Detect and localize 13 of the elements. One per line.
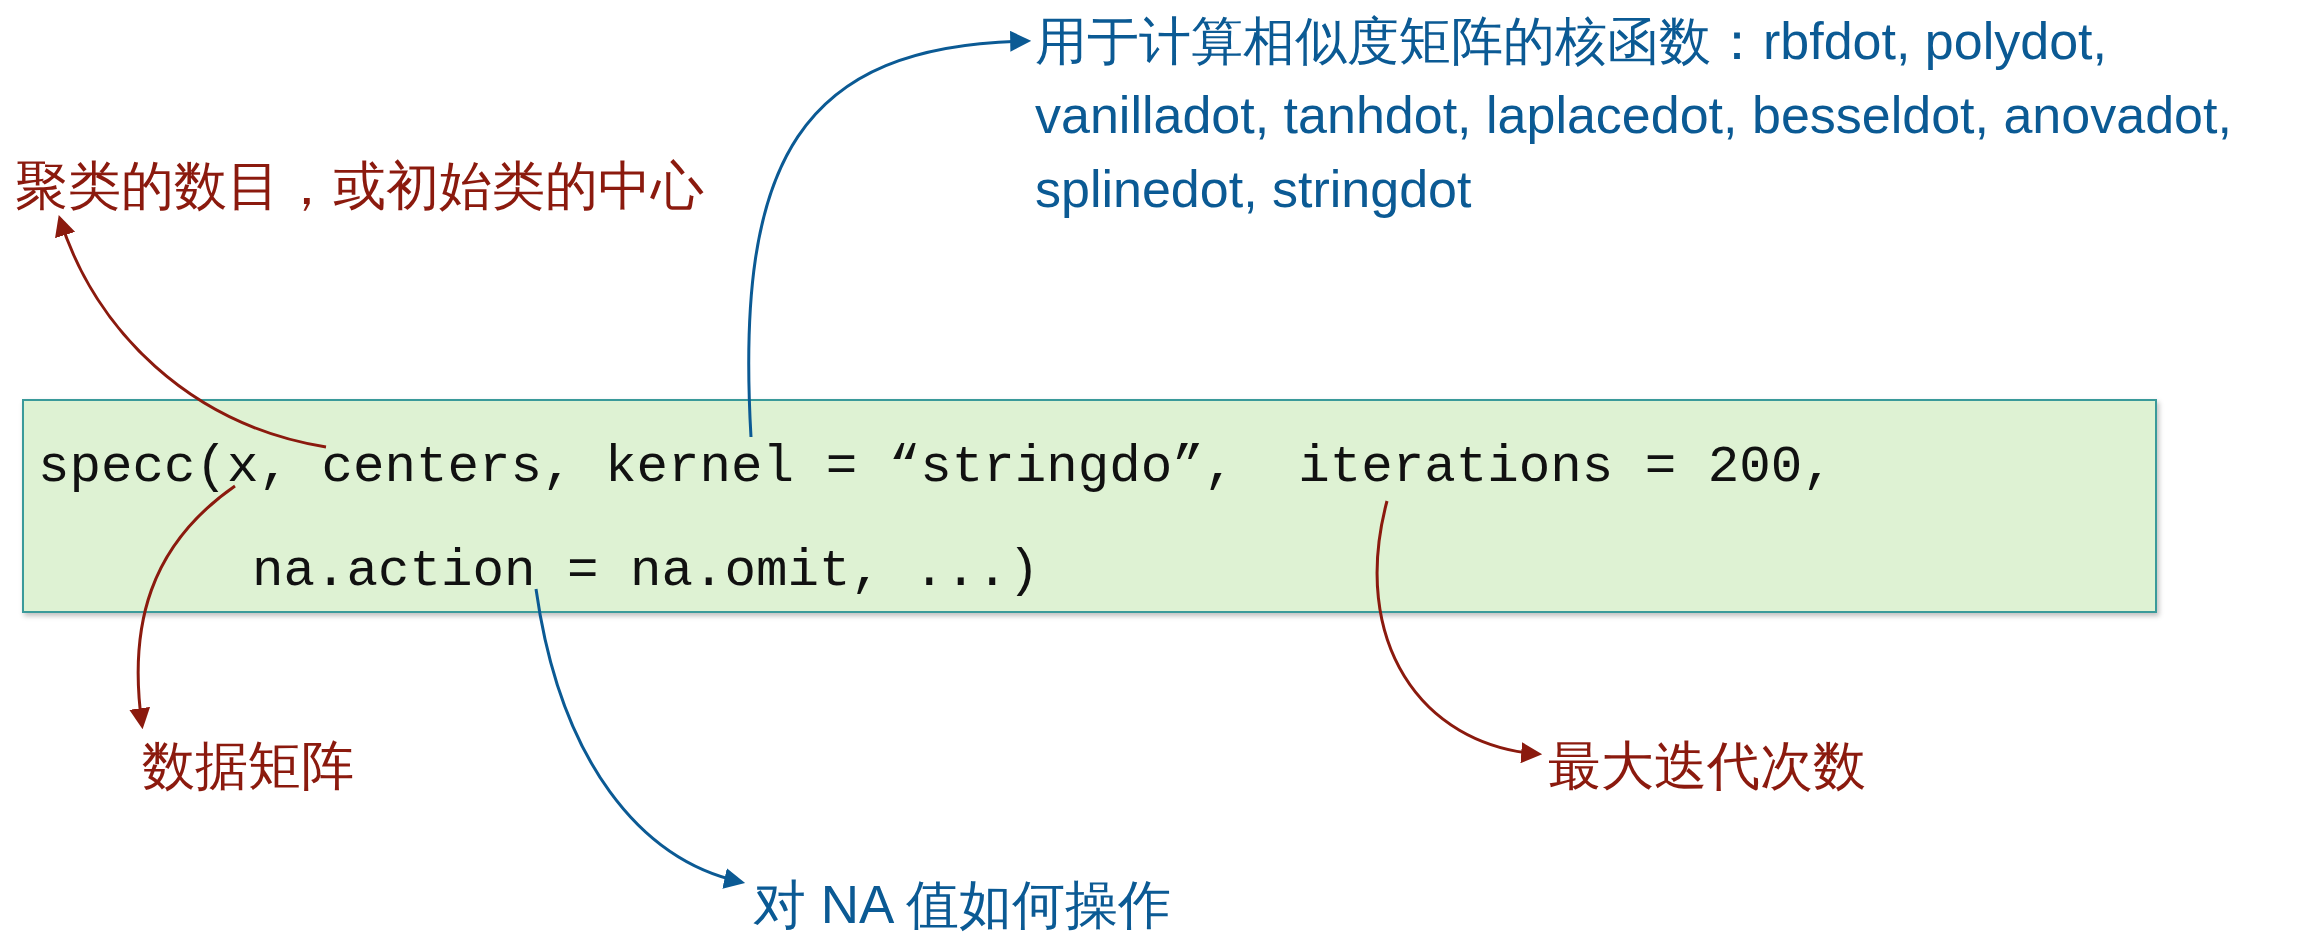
code-box [22,399,2157,613]
curved-arrow [55,215,327,449]
annotation-text: 用于计算相似度矩阵的核函数：rbfdot, polydot, vanilladot, tanhdot, laplacedot, besseldot, anovadot, splinedot, stringdot [1035,4,2275,226]
curved-arrow [1375,500,1543,762]
annotation-text: 数据矩阵 [142,729,354,803]
code-line: specc(x, centers, kernel = “stringdo”, iterations = 200, [38,437,1834,497]
code-line: na.action = na.omit, ...) [252,541,1040,601]
annotation-text: 聚类的数目，或初始类的中心 [15,149,704,223]
curved-arrow [534,588,746,888]
annotation-text: 最大迭代次数 [1548,729,1866,803]
annotation-text: 对 NA 值如何操作 [753,868,1172,932]
curved-arrow [747,31,1032,438]
curved-arrow [129,484,236,730]
